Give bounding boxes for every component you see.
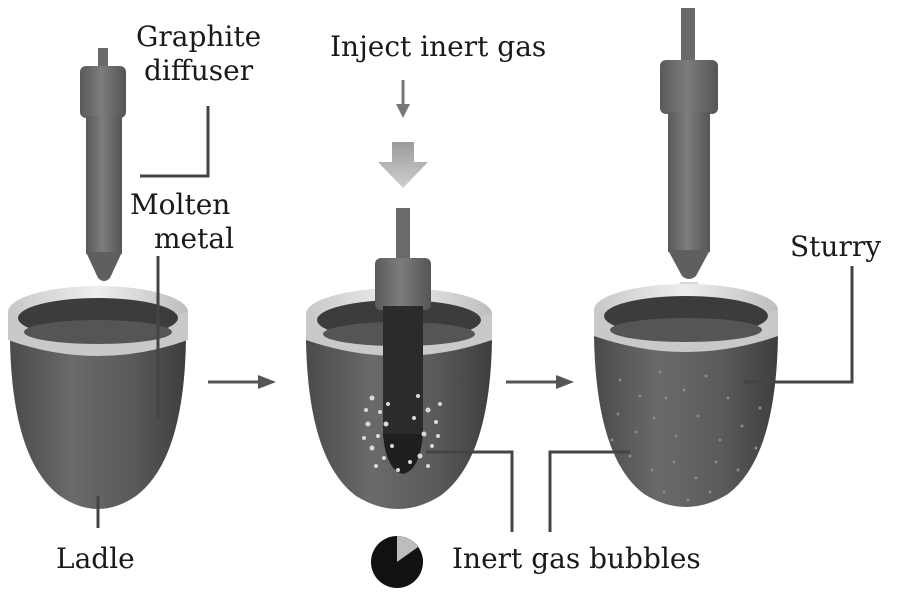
graphite-diffuser-label-line2: diffuser [144, 54, 254, 87]
graphite-diffuser [80, 48, 126, 281]
slurry-particles [610, 370, 762, 502]
inert-gas-bubbles-leader [426, 450, 514, 532]
timer-icon [371, 536, 423, 588]
molten-metal-label-line2: metal [154, 222, 234, 255]
inert-gas-bubbles [362, 394, 442, 472]
process-arrow-1 [208, 375, 276, 389]
inject-inert-gas-label: Inject inert gas [330, 30, 546, 63]
stage-3-slurry-formed: Sturry [548, 8, 881, 532]
stage-1-diffuser-above-ladle: Graphite diffuser Molten metal Ladle [8, 20, 261, 575]
molten-metal-label-line1: Molten [130, 188, 230, 221]
ladle-label: Ladle [56, 542, 135, 575]
graphite-diffuser-inserted [375, 208, 431, 474]
slurry-leader [744, 266, 854, 384]
graphite-diffuser-raised [660, 8, 718, 300]
inert-gas-bubbles-label: Inert gas bubbles [452, 542, 701, 575]
graphite-diffuser-label-line1: Graphite [136, 20, 261, 53]
gas-injection-arrow [378, 142, 428, 188]
process-arrow-2 [506, 375, 574, 389]
gas-direction-arrow [396, 80, 410, 118]
slurry-label: Sturry [790, 230, 881, 263]
graphite-diffuser-leader [140, 106, 210, 178]
ladle-1 [8, 286, 188, 509]
stage-2-gas-injection: Inject inert gas [306, 30, 701, 588]
ladle-3 [594, 284, 778, 507]
inert-gas-bubbles-leader-2 [548, 450, 630, 532]
